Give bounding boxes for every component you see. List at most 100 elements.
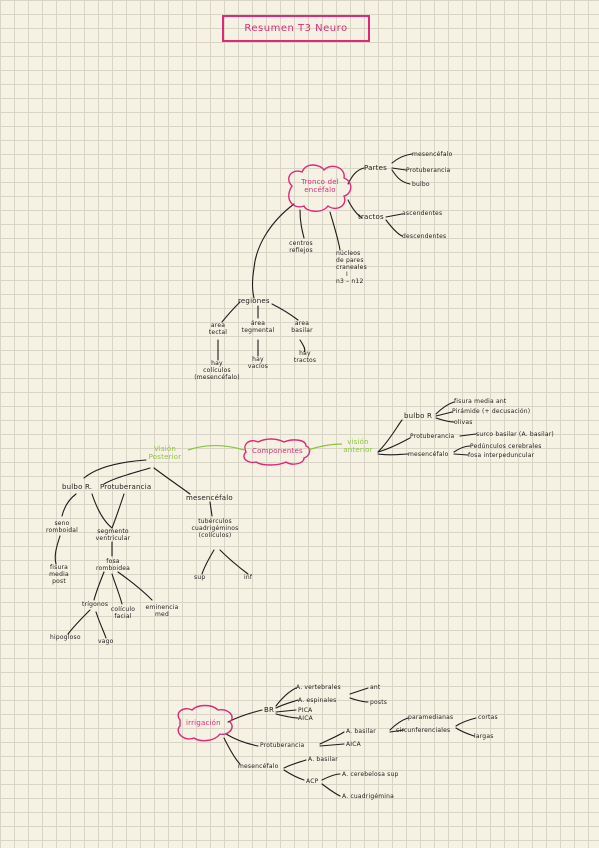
centros-line2: reflejos [289, 247, 313, 254]
ant-protuberancia-label: Protuberancia [410, 433, 455, 440]
nucleos-line4: I [346, 271, 348, 278]
ant-bulbo-item-fisura: fisura media ant [454, 398, 507, 405]
fosa-line2: romboidea [96, 565, 130, 572]
circ-item-largas: largas [474, 733, 494, 740]
circ-item-cortas: cortas [478, 714, 498, 721]
basilar-item-circunferenciales: circunferenciales [396, 727, 451, 734]
tuberculos-line1: tubérculos [198, 518, 232, 525]
area-basilar-line2: basilar [291, 327, 313, 334]
hay-vacios: hay vacíos [244, 356, 272, 370]
fisura-line1: fisura [49, 564, 69, 571]
espinales-item-ant: ant [370, 684, 381, 691]
area-tegmental-line1: área [250, 320, 266, 327]
hay-coliculos-line1: hay [211, 360, 223, 367]
acp-item-cerebelosa: A. cerebelosa sup [342, 771, 399, 778]
mesen-item-acp: ACP [306, 778, 319, 785]
partes-item-mesencefalo: mesencéfalo [412, 151, 453, 158]
eminencia-med: eminencia med [142, 604, 182, 618]
tractos-label: tractos [358, 213, 384, 221]
espinales-item-posts: posts [370, 699, 388, 706]
hay-coliculos: hay colículos (mesencéfalo) [190, 360, 244, 381]
area-basilar-line1: area [294, 320, 310, 327]
acp-item-cuadrigemina: A. cuadrigémina [342, 793, 395, 800]
ant-bulbo-item-olivas: olivas [454, 419, 473, 426]
eminencia-line1: eminencia [145, 604, 179, 611]
fosa-romboidea: fosa romboidea [94, 558, 132, 572]
area-tectal: area tectal [202, 322, 234, 336]
br-item-vertebrales: A. vertebrales [296, 684, 341, 691]
tronco-center-label: Tronco del encéfalo [296, 178, 344, 194]
ant-bulbo-item-piramide: Pirámide (+ decusación) [452, 408, 531, 415]
partes-label: Partes [364, 164, 387, 172]
prot-item-aica: AICA [346, 741, 361, 748]
area-tegmental-line2: tegmental [241, 327, 275, 334]
vision-posterior-line2: Posterior [148, 453, 182, 461]
centros-line1: centros [289, 240, 313, 247]
tronco-center-line1: Tronco del [301, 178, 339, 186]
irr-mesencefalo-label: mesencéfalo [238, 763, 279, 770]
br-item-espinales: A. espinales [298, 697, 337, 704]
area-tectal-line2: tectal [208, 329, 228, 336]
ant-mesencefalo-label: mesencéfalo [408, 451, 449, 458]
post-bulbo-label: bulbo R. [62, 483, 93, 491]
partes-item-protuberancia: Protuberancia [406, 167, 451, 174]
br-item-pica: PICA [298, 707, 313, 714]
basilar-item-paramedianas: paramedianas [408, 714, 454, 721]
hipogloso-label: hipogloso [50, 634, 81, 641]
fisura-line2: media [49, 571, 69, 578]
vision-posterior-line1: Visión [153, 445, 177, 453]
irr-protuberancia-label: Protuberancia [260, 742, 305, 749]
nucleos-line2: de pares [336, 257, 364, 264]
coliculo-line1: colículo [110, 606, 136, 613]
vision-anterior-line1: visión [347, 438, 369, 446]
br-label: BR [264, 706, 275, 714]
eminencia-line2: med [155, 611, 169, 618]
tuberculos-line3: (colículos) [198, 532, 232, 539]
componentes-center-label: Componentes [252, 447, 303, 455]
nucleos-pares: núcleos de pares craneales I n3 – n12 [336, 250, 367, 285]
tuberculos-line2: cuadrigéminos [191, 525, 239, 532]
segmento-line1: segmento [97, 528, 129, 535]
hay-tractos: hay tractos [290, 350, 320, 364]
area-tectal-line1: area [210, 322, 226, 329]
trigonos-label: trígonos [82, 601, 109, 608]
area-basilar: area basilar [284, 320, 320, 334]
seno-line1: seno [54, 520, 70, 527]
ant-mesencefalo-item-pedunculos: Pedúnculos cerebrales [470, 443, 542, 450]
seno-romboidal: seno romboidal [40, 520, 84, 534]
vision-posterior-label: Visión Posterior [140, 445, 190, 461]
fosa-line1: fosa [106, 558, 120, 565]
hay-vacios-line1: hay [252, 356, 264, 363]
hay-vacios-line2: vacíos [247, 363, 269, 370]
tractos-item-descendentes: descendentes [402, 233, 447, 240]
vision-anterior-label: visión anterior [338, 438, 378, 454]
seno-line2: romboidal [46, 527, 78, 534]
post-mesencefalo-label: mesencéfalo [186, 494, 233, 502]
ant-protuberancia-item: surco basilar (A. basilar) [476, 431, 554, 438]
vision-anterior-line2: anterior [343, 446, 373, 454]
tuberculos-cuadrigeminos: tubérculos cuadrigéminos (colículos) [186, 518, 244, 539]
hay-coliculos-line2: colículos [203, 367, 231, 374]
ant-mesencefalo-item-fosa: fosa interpeduncular [468, 452, 535, 459]
tractos-item-ascendentes: ascendentes [402, 210, 443, 217]
mesen-item-basilar: A. basilar [308, 756, 338, 763]
hay-tractos-line2: tractos [293, 357, 317, 364]
ant-bulbo-label: bulbo R [404, 412, 433, 420]
segmento-ventricular: segmento ventricular [92, 528, 134, 542]
sup-label: sup [194, 574, 206, 581]
centros-reflejos: centros reflejos [282, 240, 320, 254]
inf-label: inf [244, 574, 253, 581]
segmento-line2: ventricular [95, 535, 131, 542]
vago-label: vago [98, 638, 114, 645]
nucleos-line1: núcleos [336, 250, 361, 257]
coliculo-line2: facial [114, 613, 132, 620]
fisura-media-post: fisura media post [44, 564, 74, 585]
fisura-line3: post [52, 578, 66, 585]
regiones-label: regiones [238, 297, 270, 305]
coliculo-facial: colículo facial [104, 606, 142, 620]
area-tegmental: área tegmental [238, 320, 278, 334]
prot-item-basilar: A. basilar [346, 728, 376, 735]
hay-coliculos-line3: (mesencéfalo) [194, 374, 240, 381]
